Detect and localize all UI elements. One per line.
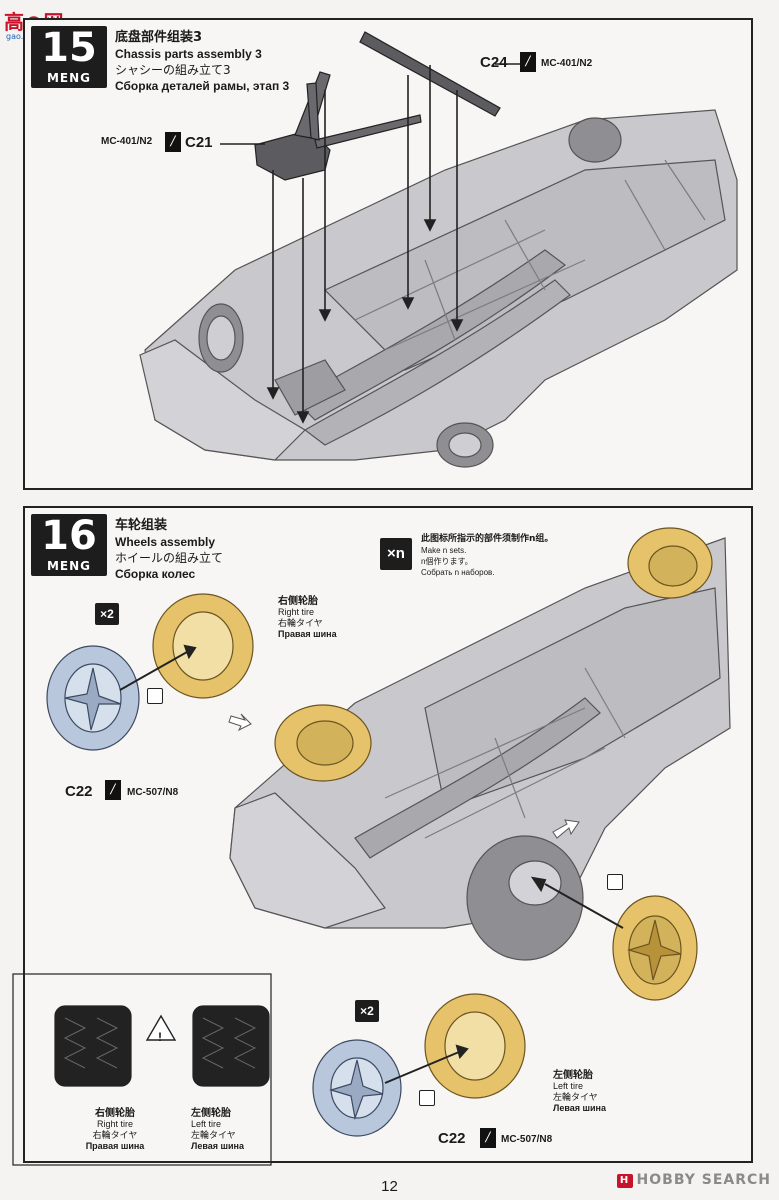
left-tire-ru: Левая шина (191, 1141, 244, 1151)
step-16-title-cn: 车轮组装 (115, 518, 168, 533)
step-15-brand: MENG (46, 71, 92, 85)
step-15-title-ru: Сборка деталей рамы, этап 3 (115, 79, 290, 93)
right-tire-ru: Правая шина (278, 629, 337, 639)
c22-part-id: C22 (65, 783, 93, 800)
left-tire-cn: 左侧轮胎 (553, 1070, 593, 1081)
c22-paint-code: MC-507/N8 (127, 787, 179, 798)
make-n-sets-ru: Собрать n наборов. (421, 568, 495, 577)
step-15-title-cn: 底盘部件组装3 (115, 30, 203, 45)
step-16-number: 16 (41, 513, 97, 559)
c21-part-id: C21 (185, 134, 213, 151)
make-n-sets-en: Make n sets. (421, 546, 467, 555)
step-16-title-en: Wheels assembly (115, 535, 216, 549)
left-tire-label: 左侧轮胎 Left tire 左輪タイヤ Левая шина (553, 1070, 606, 1114)
knife-icon: / (105, 780, 121, 800)
left-tire-jp: 左輪タイヤ (553, 1092, 598, 1102)
left-tire-cn: 左侧轮胎 (191, 1108, 231, 1119)
hobby-search-text: HOBBY SEARCH (636, 1172, 771, 1188)
hobby-search-mark: H (616, 1174, 633, 1188)
c24-paint-code: MC-401/N2 (541, 58, 593, 69)
c24-part-id: C24 (480, 54, 508, 71)
step-15-titles: 底盘部件组装3 Chassis parts assembly 3 シャシーの組み… (115, 30, 289, 94)
step-16-panel: 16 MENG 车轮组装 Wheels assembly ホイールの組み立て С… (12, 506, 753, 1166)
caution-icon: ! (158, 1030, 162, 1044)
right-tire-en: Right tire (278, 607, 315, 617)
make-n-sets-note: 此图标所指示的部件须制作n组。 Make n sets. n個作ります。 Соб… (421, 534, 553, 578)
knife-icon: / (165, 132, 181, 152)
step-16-brand: MENG (46, 559, 92, 573)
step-16-title-ru: Сборка колес (115, 567, 196, 581)
make-n-sets-jp: n個作ります。 (421, 557, 473, 566)
right-tire-cn: 右侧轮胎 (95, 1108, 135, 1119)
right-tire-ru: Правая шина (85, 1141, 145, 1151)
step-16-badge: 16 MENG (31, 514, 107, 576)
step-15-number: 15 (41, 25, 97, 71)
step-16-titles: 车轮组装 Wheels assembly ホイールの組み立て Сборка ко… (115, 518, 223, 582)
make-n-sets-cn: 此图标所指示的部件须制作n组。 (421, 534, 554, 544)
right-tire-jp: 右輪タイヤ (92, 1130, 138, 1140)
multiplier-badge: ×2 (355, 1000, 379, 1022)
right-tire-caption: 右侧轮胎 Right tire 右輪タイヤ Правая шина (65, 1108, 165, 1152)
right-tire-cn: 右侧轮胎 (278, 596, 318, 607)
left-tire-jp: 左輪タイヤ (191, 1130, 236, 1140)
knife-icon: / (480, 1128, 496, 1148)
knife-icon: / (520, 52, 536, 72)
no-glue-icon (607, 874, 623, 890)
no-glue-icon (419, 1090, 435, 1106)
step-15-panel: 15 MENG 底盘部件组装3 Chassis parts assembly 3… (23, 18, 753, 490)
step-15-badge: 15 MENG (31, 26, 107, 88)
step-15-title-jp: シャシーの組み立て3 (115, 63, 231, 77)
page-number: 12 (381, 1178, 398, 1195)
left-tire-en: Left tire (191, 1119, 222, 1129)
right-tire-en: Right tire (96, 1119, 133, 1129)
right-tire-jp: 右輪タイヤ (278, 618, 323, 628)
left-tire-ru: Левая шина (553, 1103, 606, 1113)
no-glue-icon (147, 688, 163, 704)
c21-paint-code: MC-401/N2 (101, 136, 153, 147)
step-15-title-en: Chassis parts assembly 3 (115, 47, 262, 61)
left-tire-en: Left tire (553, 1081, 584, 1091)
step-16-title-jp: ホイールの組み立て (115, 551, 224, 565)
c22-paint-code: MC-507/N8 (501, 1134, 553, 1145)
right-tire-label: 右侧轮胎 Right tire 右輪タイヤ Правая шина (278, 596, 337, 640)
make-n-sets-icon: ×n (380, 538, 412, 570)
wheels-illustration-16 (12, 527, 731, 1166)
left-tire-caption: 左侧轮胎 Left tire 左輪タイヤ Левая шина (191, 1108, 244, 1152)
multiplier-badge: ×2 (95, 603, 119, 625)
c22-part-id: C22 (438, 1130, 466, 1147)
chassis-illustration-15 (139, 31, 738, 468)
